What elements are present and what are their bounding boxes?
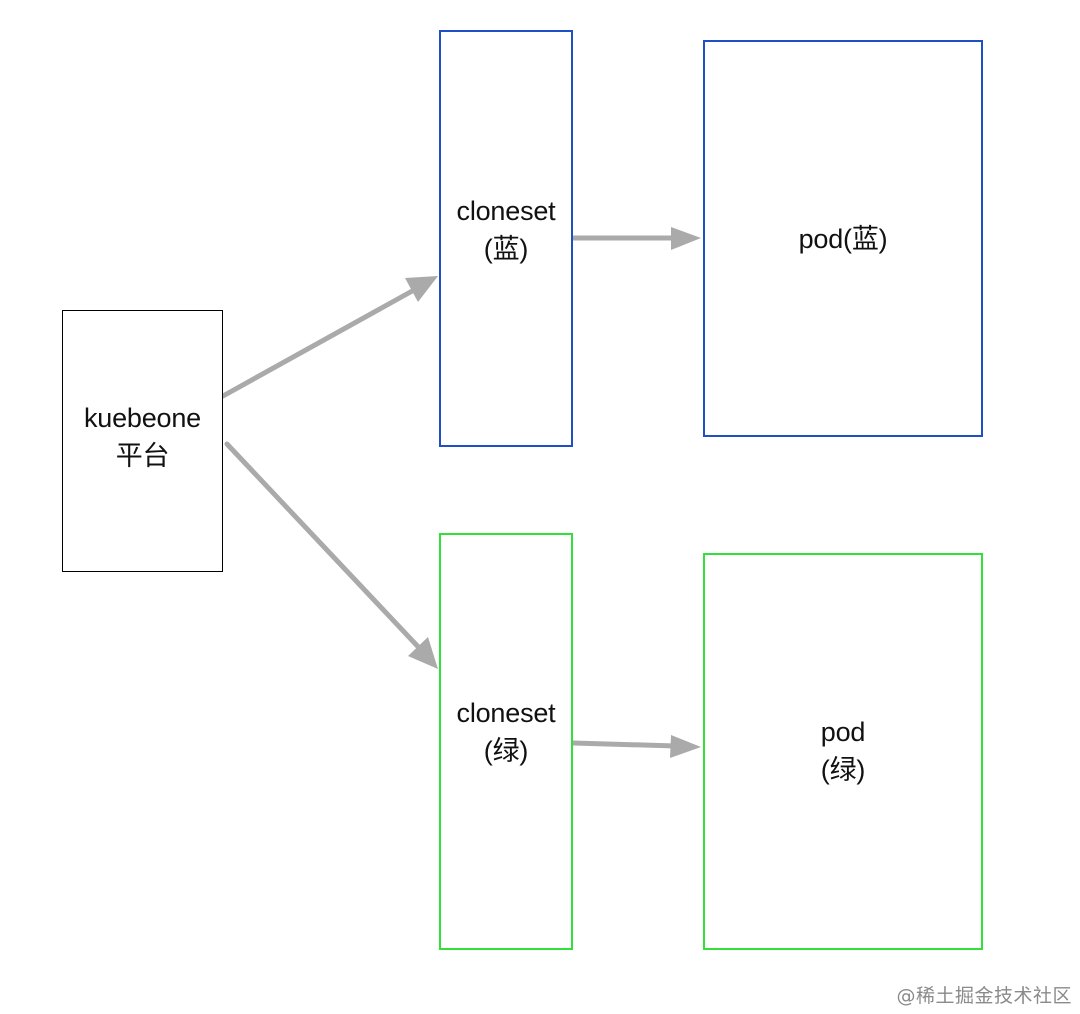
- arrowhead-cloneset-green-to-pod-green: [670, 735, 701, 758]
- cloneset-green-node: cloneset (绿): [439, 533, 573, 950]
- pod-blue-label: pod(蓝): [799, 220, 888, 258]
- watermark-text: @稀土掘金技术社区: [896, 985, 1072, 1007]
- arrow-cloneset-green-to-pod-green: [570, 740, 679, 749]
- cloneset-blue-node: cloneset (蓝): [439, 30, 573, 447]
- pod-green-node: pod (绿): [703, 553, 983, 950]
- arrowhead-platform-to-cloneset-green: [408, 637, 438, 669]
- arrow-platform-to-cloneset-blue: [220, 282, 426, 399]
- pod-blue-node: pod(蓝): [703, 40, 983, 437]
- cloneset-blue-label-line1: cloneset: [456, 195, 556, 226]
- arrowhead-cloneset-blue-to-pod-blue: [671, 227, 701, 250]
- pod-green-label-line1: pod: [820, 716, 866, 747]
- arrowhead-platform-to-cloneset-blue: [405, 276, 438, 302]
- pod-green-label: pod (绿): [820, 713, 866, 789]
- cloneset-green-label-line1: cloneset: [456, 697, 556, 728]
- pod-green-label-line2: (绿): [820, 754, 866, 785]
- cloneset-green-label: cloneset (绿): [457, 694, 556, 770]
- arrow-platform-to-cloneset-green: [224, 441, 427, 656]
- pod-blue-label-line1: pod(蓝): [798, 223, 888, 254]
- platform-label-line2: 平台: [115, 441, 170, 471]
- cloneset-blue-label-line2: (蓝): [483, 233, 529, 264]
- platform-label: kuebeone 平台: [84, 399, 201, 475]
- cloneset-green-label-line2: (绿): [483, 735, 529, 766]
- platform-node: kuebeone 平台: [62, 310, 223, 572]
- platform-label-line1: kuebeone: [83, 403, 201, 433]
- cloneset-blue-label: cloneset (蓝): [457, 192, 556, 268]
